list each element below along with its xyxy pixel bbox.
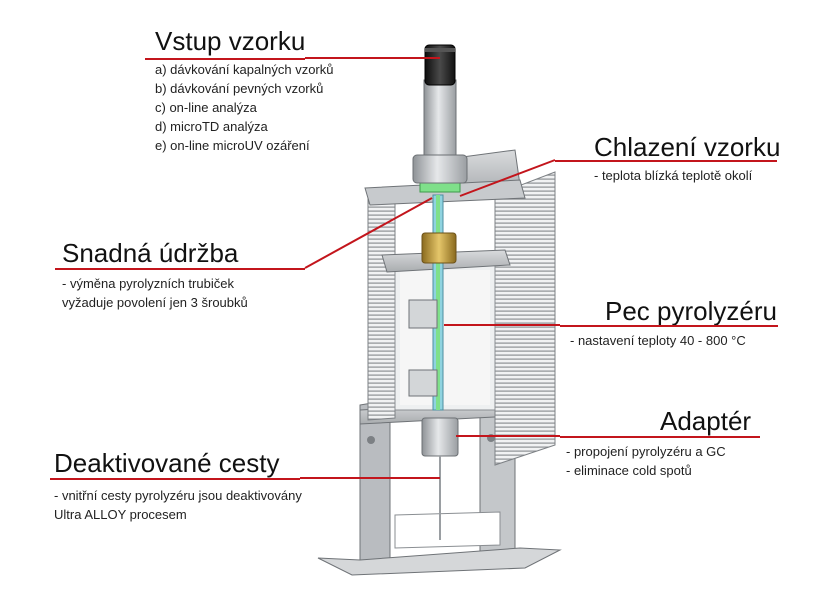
callout-deactivated-paths: Deaktivované cesty - vnitřní cesty pyrol…: [54, 448, 302, 524]
callout-title: Vstup vzorku: [155, 26, 306, 56]
adapter-fitting: [421, 417, 459, 457]
callout-item: b) dávkování pevných vzorků: [155, 81, 324, 96]
callout-item: - eliminace cold spotů: [566, 463, 692, 478]
underline: [145, 58, 305, 60]
sample-inlet-column: [423, 79, 457, 163]
callout-title: Deaktivované cesty: [54, 448, 280, 478]
underline: [560, 325, 778, 327]
callout-title: Snadná údržba: [62, 238, 239, 268]
leader-lines: [300, 57, 560, 479]
base-frame: [317, 397, 562, 576]
callout-easy-maintenance: Snadná údržba - výměna pyrolyzních trubi…: [62, 238, 248, 312]
callout-adapter-details: - propojení pyrolyzéru a GC - eliminace …: [566, 442, 726, 480]
vent-panel-left: [367, 189, 396, 421]
callout-item: - nastavení teploty 40 - 800 °C: [570, 333, 746, 348]
callout-title: Pec pyrolyzéru: [605, 296, 777, 326]
clamp-block-lower: [408, 369, 438, 397]
underline: [560, 436, 760, 438]
callout-item: Ultra ALLOY procesem: [54, 507, 187, 522]
callout-pyrolyzer-oven-details: - nastavení teploty 40 - 800 °C: [570, 331, 746, 350]
underline: [50, 478, 300, 480]
callout-pyrolyzer-oven: Pec pyrolyzéru: [605, 296, 777, 326]
brass-nut: [421, 232, 457, 264]
clamp-block-upper: [408, 299, 438, 329]
callout-sample-cooling: Chlazení vzorku - teplota blízká teplotě…: [594, 132, 780, 185]
callout-title: Chlazení vzorku: [594, 132, 781, 162]
callout-title: Adaptér: [660, 406, 752, 436]
callout-item: c) on-line analýza: [155, 100, 257, 115]
callout-item: - výměna pyrolyzních trubiček: [62, 276, 234, 291]
callout-adapter: Adaptér: [660, 406, 751, 436]
callout-item: a) dávkování kapalných vzorků: [155, 62, 334, 77]
callout-item: d) microTD analýza: [155, 119, 268, 134]
vent-panel-right: [494, 171, 556, 466]
callout-sample-inlet: Vstup vzorku a) dávkování kapalných vzor…: [155, 26, 333, 155]
callout-item: e) on-line microUV ozáření: [155, 138, 310, 153]
callout-item: vyžaduje povolení jen 3 šroubků: [62, 295, 248, 310]
callout-item: - vnitřní cesty pyrolyzéru jsou deaktivo…: [54, 488, 302, 503]
underline: [55, 268, 305, 270]
callout-item: - teplota blízká teplotě okolí: [594, 168, 753, 183]
underline: [555, 160, 777, 162]
black-cap: [424, 44, 456, 86]
callout-item: - propojení pyrolyzéru a GC: [566, 444, 726, 459]
